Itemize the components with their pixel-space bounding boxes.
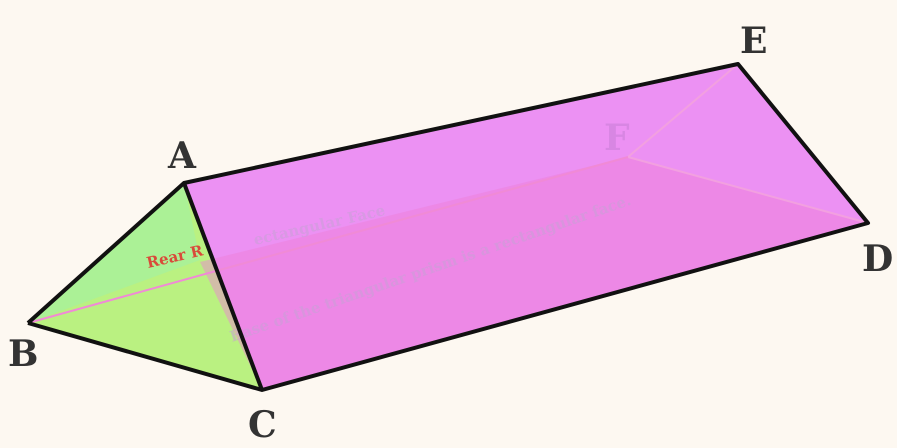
vertex-label-c: C (248, 404, 277, 446)
front-rectangular-face (184, 64, 868, 390)
base-face-shading (200, 157, 868, 390)
vertex-label-a: A (167, 135, 197, 177)
hidden-edge-fd (627, 156, 869, 224)
vertex-label-f: F (604, 117, 630, 159)
hidden-edge-ef (627, 63, 739, 158)
vertex-label-d: D (862, 238, 893, 280)
vertex-label-b: B (8, 333, 38, 375)
vertex-label-e: E (740, 20, 767, 62)
visible-outline-edges (26, 62, 870, 392)
edge-ac (182, 182, 264, 391)
triangle-shading (28, 183, 200, 323)
hidden-edge-fb (27, 156, 629, 324)
